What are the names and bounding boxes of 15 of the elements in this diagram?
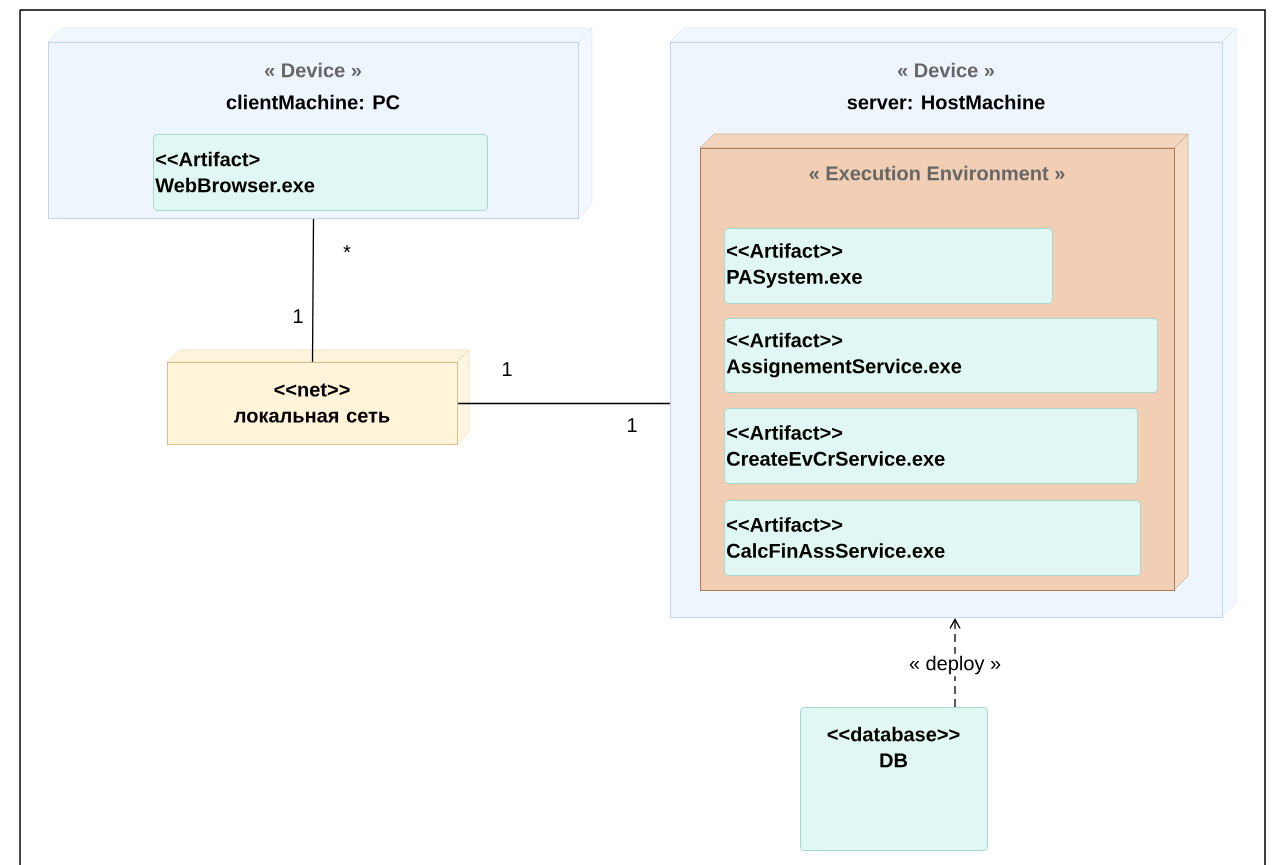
edge-label: « deploy »	[906, 653, 1004, 677]
network-node-box: <<net>> локальная сеть	[166, 349, 470, 445]
connector	[457, 402, 671, 405]
multiplicity-label: 1	[502, 362, 512, 376]
artifact-box: <<Artifact>> PASystem.exe	[724, 228, 1053, 304]
artifact-box: <<Artifact> WebBrowser.exe	[153, 134, 488, 211]
connector	[311, 218, 315, 363]
multiplicity-label: 1	[293, 309, 303, 323]
multiplicity-label: 1	[627, 418, 637, 432]
connector	[949, 618, 961, 708]
database-box: <<database>> DB	[800, 707, 988, 851]
artifact-box: <<Artifact>> AssignementService.exe	[724, 318, 1158, 393]
artifact-box: <<Artifact>> CreateEvCrService.exe	[724, 408, 1138, 484]
multiplicity-label: *	[343, 245, 351, 253]
artifact-box: <<Artifact>> CalcFinAssService.exe	[724, 500, 1141, 576]
